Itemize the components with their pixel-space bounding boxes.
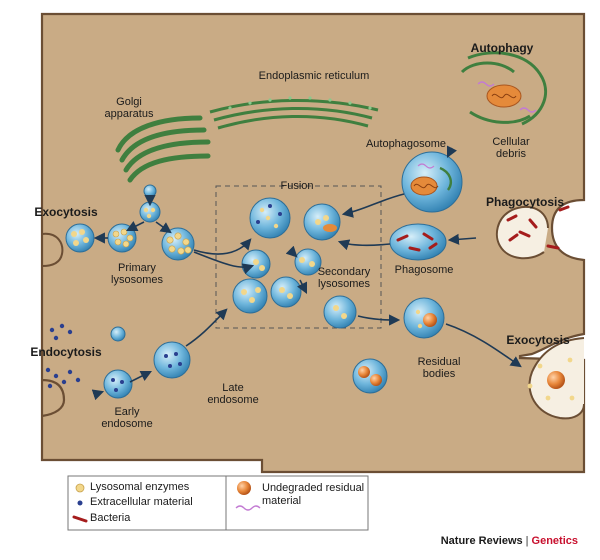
golgi-apparatus bbox=[115, 115, 211, 183]
primary-lysosome-enzymes bbox=[112, 228, 192, 255]
footer-journal: Genetics bbox=[531, 535, 578, 547]
legend-residual-swatch bbox=[237, 481, 251, 495]
residual-bodies bbox=[352, 297, 445, 394]
footer-publisher: Nature Reviews bbox=[440, 535, 523, 547]
early-endosome bbox=[103, 369, 133, 399]
label-exocytosis-left: Exocytosis bbox=[34, 205, 98, 219]
label-secondary-lysosomes: Secondary lysosomes bbox=[317, 266, 371, 290]
label-endocytosis: Endocytosis bbox=[30, 345, 102, 359]
pathway-arrows bbox=[91, 145, 522, 401]
legend-enzyme-swatch bbox=[75, 483, 85, 493]
golgi-vesicles bbox=[139, 184, 161, 223]
fusion-box bbox=[215, 185, 382, 329]
label-cellular-debris: Cellular debris bbox=[492, 136, 530, 160]
label-exocytosis-right: Exocytosis bbox=[506, 333, 570, 347]
legend-extracellular-material: Extracellular material bbox=[90, 496, 193, 508]
phagocytosis-site bbox=[495, 205, 570, 260]
legend-box bbox=[67, 475, 369, 531]
autophagy-structure bbox=[460, 51, 548, 126]
label-autophagy: Autophagy bbox=[470, 41, 534, 55]
legend-lysosomal-enzymes: Lysosomal enzymes bbox=[90, 481, 190, 493]
label-autophagosome: Autophagosome bbox=[365, 138, 447, 150]
legend-debris-swatch bbox=[235, 505, 261, 511]
label-residual-bodies: Residual bodies bbox=[417, 356, 461, 380]
fusion-vesicles bbox=[232, 197, 357, 329]
legend-bacteria-swatch bbox=[72, 515, 88, 523]
legend-bacteria: Bacteria bbox=[90, 512, 131, 524]
journal-credit: Nature Reviews|Genetics bbox=[441, 535, 578, 547]
label-primary-lysosomes: Primary lysosomes bbox=[111, 262, 163, 286]
label-phagosome: Phagosome bbox=[394, 264, 454, 276]
label-phagocytosis: Phagocytosis bbox=[485, 195, 565, 209]
exocytosis-left-vesicle bbox=[41, 223, 95, 267]
er-ribosomes bbox=[228, 96, 372, 110]
label-early-endosome: Early endosome bbox=[101, 406, 153, 430]
label-late-endosome: Late endosome bbox=[207, 382, 259, 406]
legend-extracellular-swatch bbox=[77, 500, 83, 506]
phagosome bbox=[389, 223, 447, 261]
footer-separator: | bbox=[525, 535, 529, 547]
endocytosis-site bbox=[45, 323, 126, 389]
label-endoplasmic-reticulum: Endoplasmic reticulum bbox=[258, 70, 370, 82]
exocytosis-right-site bbox=[527, 337, 585, 420]
endoplasmic-reticulum bbox=[209, 99, 379, 130]
label-fusion: Fusion bbox=[280, 180, 314, 192]
label-golgi-apparatus: Golgi apparatus bbox=[104, 96, 154, 120]
legend-undegraded-material: Undegraded residual material bbox=[262, 482, 365, 507]
late-endosome bbox=[153, 341, 191, 379]
autophagosome bbox=[401, 151, 463, 213]
